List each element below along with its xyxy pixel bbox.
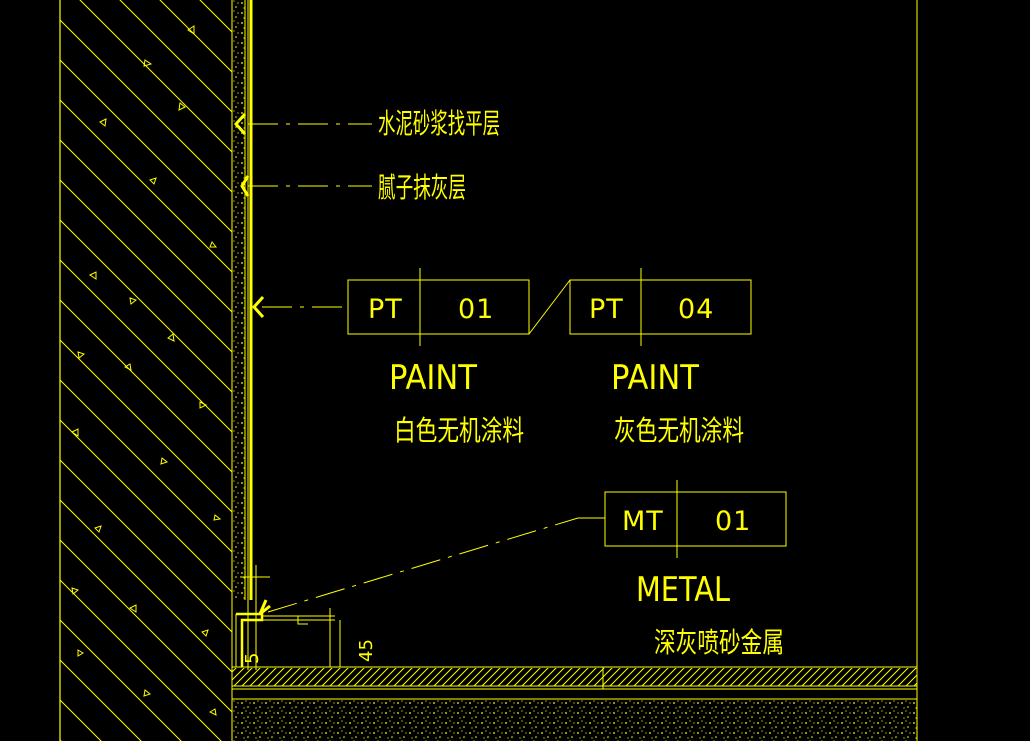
tag-mt01: MT 01 [604, 480, 787, 558]
tag-number: 04 [678, 294, 714, 325]
arrow-icon [251, 295, 265, 319]
tag-code: PT [589, 294, 624, 325]
callout-putty-layer: 腻子抹灰层 [378, 171, 466, 204]
leader-lines [248, 123, 579, 613]
tag-link-line [528, 279, 571, 335]
tag-number: 01 [458, 294, 494, 325]
material-name-metal: 深灰喷砂金属 [654, 626, 784, 659]
concrete-wall [59, 0, 233, 741]
arrow-icon [240, 175, 250, 197]
material-name-paint-white: 白色无机涂料 [394, 414, 524, 447]
material-type-metal: METAL [636, 570, 730, 610]
leader-arrow-icons [233, 112, 271, 616]
arrow-icon [233, 112, 247, 136]
material-name-paint-grey: 灰色无机涂料 [614, 414, 744, 447]
material-type-paint-white: PAINT [389, 358, 477, 398]
callout-cement-mortar: 水泥砂浆找平层 [378, 107, 500, 140]
tag-pt01: PT 01 [347, 268, 530, 346]
tag-code: PT [368, 294, 403, 325]
tag-number: 01 [715, 506, 751, 537]
material-type-paint-grey: PAINT [611, 358, 699, 398]
tag-code: MT [622, 506, 664, 537]
arrow-icon [258, 599, 271, 616]
wall-finish-layers [233, 0, 253, 600]
dimension-width: 5 [242, 653, 263, 664]
skirting-detail [235, 560, 341, 670]
tag-pt04: PT 04 [569, 268, 752, 346]
dimension-height: 45 [356, 639, 377, 662]
floor-section [232, 666, 917, 741]
